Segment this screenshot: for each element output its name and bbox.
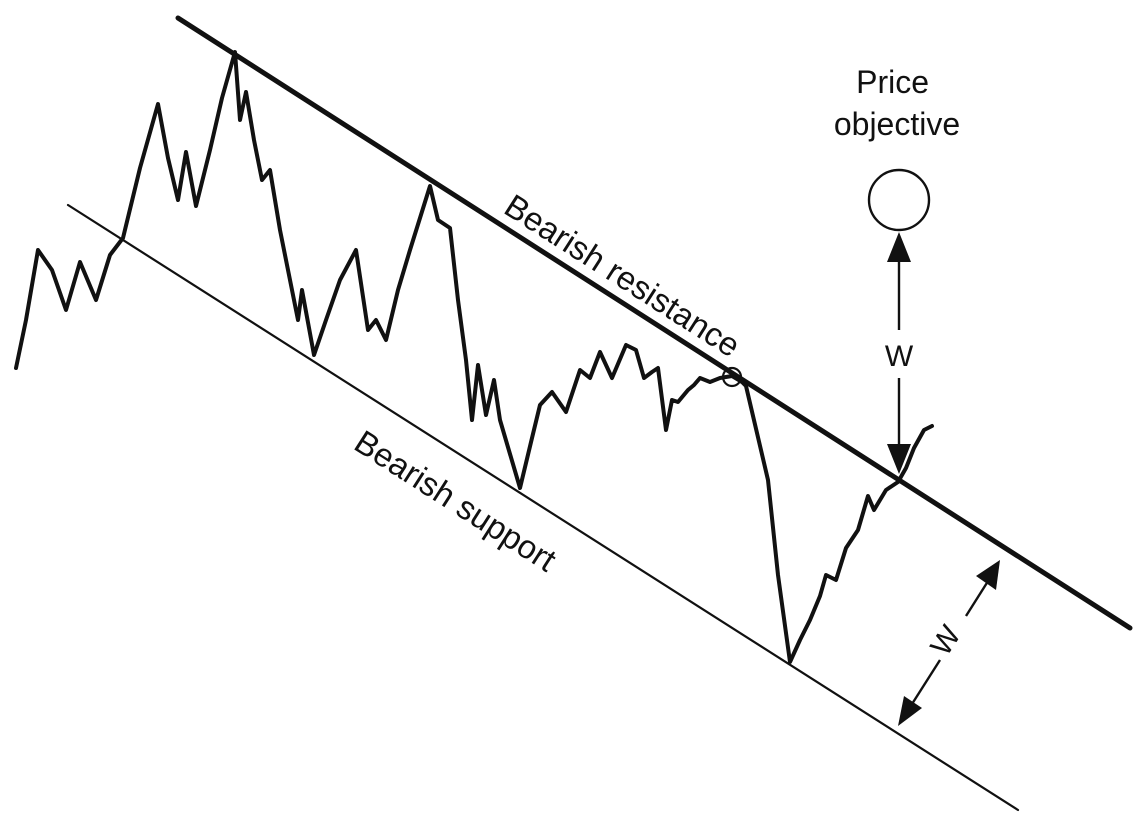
price-path (14, 50, 934, 664)
lower-width-arrow (898, 560, 1000, 726)
price-objective-circle (867, 168, 931, 232)
arrow-down-head (887, 444, 911, 474)
upper-width-arrow (887, 232, 911, 474)
bearish-resistance-label: Bearish resistance (498, 187, 747, 364)
price-objective-label: Price objective (834, 64, 960, 142)
arrow-up-head (887, 232, 911, 262)
upper-width-label: W (885, 340, 914, 373)
arrow-upper-right-head (976, 560, 1000, 590)
lower-width-label: W (924, 619, 967, 661)
arrow-lower-left-head (898, 696, 922, 726)
bearish-resistance-line (175, 15, 1133, 631)
resistance-touch-marker (721, 366, 743, 388)
bearish-support-line (66, 203, 1020, 812)
